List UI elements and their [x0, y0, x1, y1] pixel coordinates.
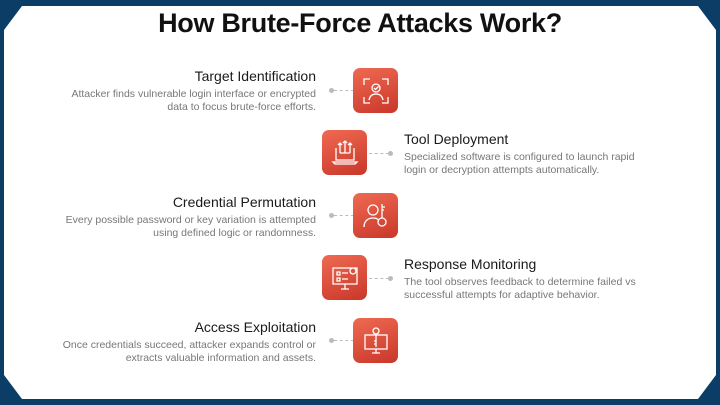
- step-desc: extracts valuable information and assets…: [125, 352, 316, 364]
- step-desc: using defined logic or randomness.: [153, 227, 316, 239]
- user-key-icon: [353, 193, 398, 238]
- monitor-key-icon: [353, 318, 398, 363]
- step-desc: login or decryption attempts automatical…: [404, 164, 600, 176]
- step-access-exploitation: Access Exploitation Once credentials suc…: [26, 319, 316, 365]
- step-target-identification: Target Identification Attacker finds vul…: [26, 68, 316, 114]
- step-desc: Specialized software is configured to la…: [404, 151, 635, 163]
- step-title: Credential Permutation: [172, 194, 316, 210]
- connector-line: [369, 153, 389, 154]
- step-title: Target Identification: [194, 68, 316, 84]
- laptop-upload-icon: [322, 130, 367, 175]
- connector-line: [334, 340, 354, 341]
- step-desc: Once credentials succeed, attacker expan…: [62, 339, 316, 351]
- step-title: Access Exploitation: [194, 319, 316, 335]
- connector-line: [334, 215, 354, 216]
- step-credential-permutation: Credential Permutation Every possible pa…: [26, 194, 316, 240]
- step-desc: The tool observes feedback to determine …: [404, 276, 636, 288]
- connector-dot: [329, 213, 334, 218]
- step-response-monitoring: Response Monitoring The tool observes fe…: [404, 256, 694, 302]
- step-desc: Every possible password or key variation…: [65, 214, 316, 226]
- step-title: Response Monitoring: [404, 256, 537, 272]
- connector-line: [334, 90, 354, 91]
- step-desc: successful attempts for adaptive behavio…: [404, 289, 600, 301]
- step-tool-deployment: Tool Deployment Specialized software is …: [404, 131, 694, 177]
- connector-dot: [388, 151, 393, 156]
- step-desc: data to focus brute-force efforts.: [167, 101, 316, 113]
- monitor-checklist-icon: [322, 255, 367, 300]
- page-title: How Brute-Force Attacks Work?: [158, 8, 562, 38]
- face-scan-icon: [353, 68, 398, 113]
- connector-dot: [329, 88, 334, 93]
- step-desc: Attacker finds vulnerable login interfac…: [71, 88, 316, 100]
- step-title: Tool Deployment: [404, 131, 509, 147]
- connector-line: [369, 278, 389, 279]
- connector-dot: [388, 276, 393, 281]
- connector-dot: [329, 338, 334, 343]
